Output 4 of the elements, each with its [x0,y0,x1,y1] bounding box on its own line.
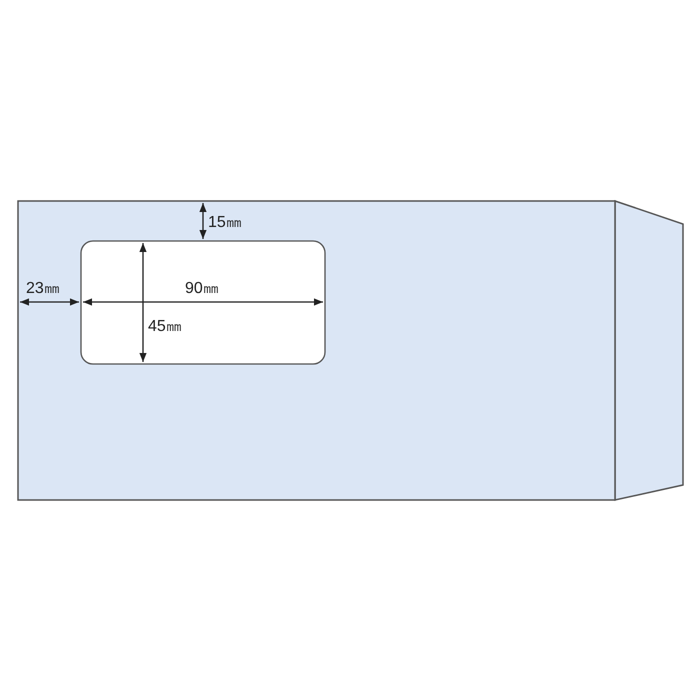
dimension-label: 90㎜ [185,279,219,299]
dimension-label: 45㎜ [148,317,182,337]
dimension-label: 23㎜ [26,279,60,299]
dimension-label: 15㎜ [208,213,242,233]
